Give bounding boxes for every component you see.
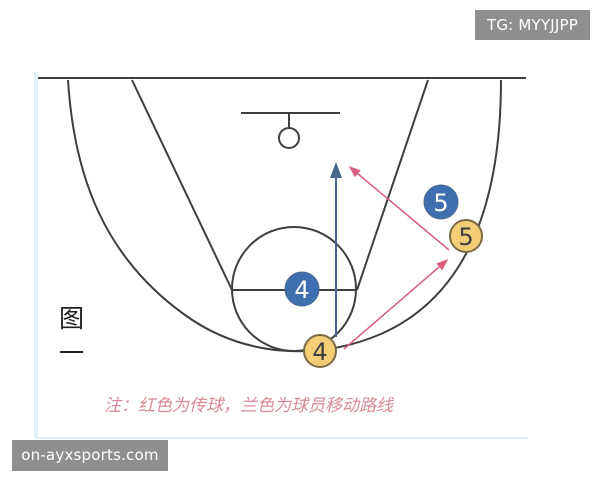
yellow-player-4: 4 [303, 334, 337, 368]
pass-arrow-to-wing [343, 259, 449, 350]
legend-note: 注：红色为传球，兰色为球员移动路线 [104, 396, 395, 416]
pass-arrow-to-high-post [348, 166, 450, 251]
figure-caption: 图一 [56, 305, 85, 375]
basket-rim [278, 127, 300, 149]
blue-player-4-disc [284, 271, 320, 307]
yellow-player-4-label: 4 [312, 338, 327, 366]
blue-player-4: 4 [284, 271, 320, 307]
blue-player-5-disc [423, 184, 459, 220]
blue-player-5: 5 [423, 184, 459, 220]
lane-left-line [131, 79, 233, 291]
yellow-player-5-disc [449, 219, 483, 253]
site-watermark: on-ayxsports.com [12, 440, 168, 471]
yellow-player-5-label: 5 [458, 223, 473, 251]
free-throw-circle [231, 226, 357, 352]
lane-right-line [356, 79, 429, 291]
yellow-player-4-disc [303, 334, 337, 368]
blue-player-5-label: 5 [433, 189, 448, 217]
blue-player-4-label: 4 [294, 276, 309, 304]
court-background [30, 70, 530, 430]
yellow-player-5: 5 [449, 219, 483, 253]
telegram-watermark: TG: MYYJJPP [474, 10, 590, 40]
